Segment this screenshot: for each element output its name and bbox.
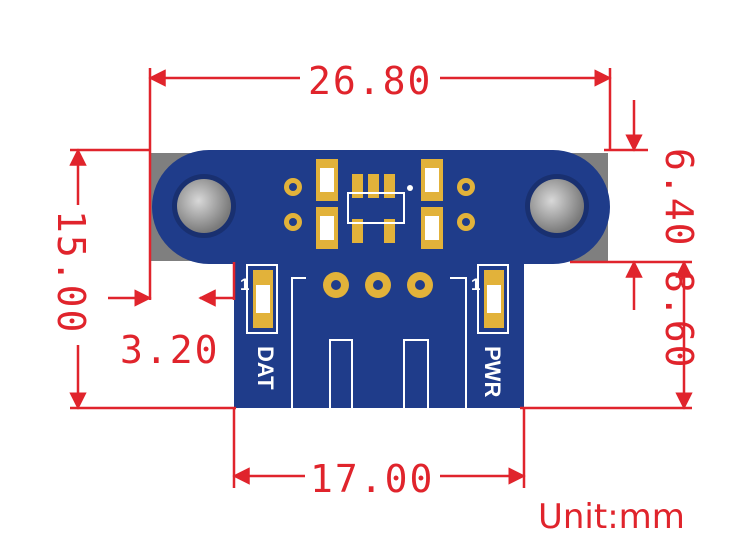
dim-right-lower: 8.60 (657, 270, 701, 370)
sensor-ic (347, 174, 413, 243)
dim-left-height: 15.00 (49, 210, 93, 334)
led-pwr (477, 264, 509, 334)
dim-mount-offset: 3.20 (120, 328, 220, 372)
dat-label: DAT (253, 346, 278, 390)
led-dat (246, 264, 278, 334)
via-pads (284, 178, 475, 231)
smd-components-left (316, 159, 338, 249)
mounting-hole-left (172, 174, 236, 238)
header-pins (323, 272, 433, 298)
led-left-mark: 1 (240, 275, 249, 294)
unit-label: Unit:mm (538, 497, 685, 537)
dim-top-width: 26.80 (308, 59, 432, 103)
pwr-label: PWR (480, 346, 505, 397)
silkscreen-outlines (291, 277, 467, 408)
dim-bottom-width: 17.00 (310, 457, 434, 501)
led-right-mark: 1 (471, 275, 480, 294)
smd-components-right (421, 159, 443, 249)
dim-right-upper: 6.40 (657, 148, 701, 248)
mounting-hole-right (525, 174, 589, 238)
pcb-board (152, 150, 610, 408)
